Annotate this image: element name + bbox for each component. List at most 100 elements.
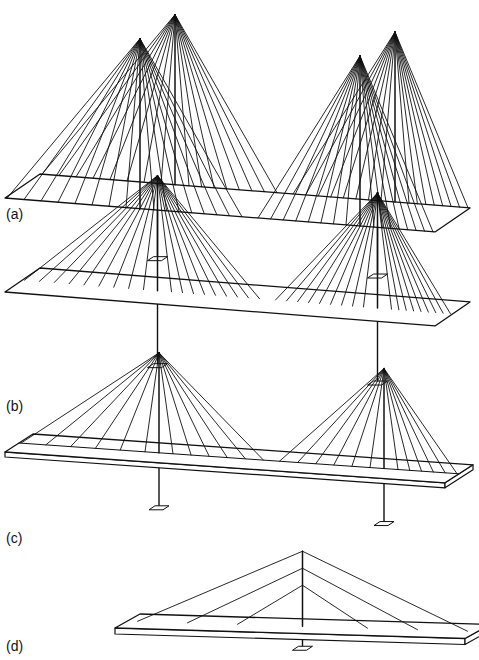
bridge-line [120,353,159,450]
bridge-line [306,32,395,195]
bridge-line [356,32,395,199]
bridge-shape [115,614,479,639]
bridge-line [99,176,158,286]
bridge-shape [374,522,394,526]
bridge-line [342,193,378,305]
bridge-line [368,32,395,200]
bridge-line [293,32,395,194]
bridge-line [378,193,422,311]
bridge-line [126,39,140,208]
panel-label: (d) [6,638,23,654]
bridge-line [110,15,175,180]
bridge-line [159,353,264,460]
bridge-line [238,585,303,624]
bridge-line [302,551,304,626]
bridge-line [395,32,426,204]
bridge-line [308,56,360,222]
bridge-line [384,369,433,472]
bridge-d [115,551,479,650]
bridge-line [395,32,460,207]
bridge-line [378,193,451,314]
bridge-line [352,369,384,467]
bridge-line [378,193,429,312]
bridge-line [159,353,191,455]
bridge-line [145,353,159,452]
bridge-line [309,193,378,303]
bridge-line [378,193,444,313]
bridge-line [384,369,445,473]
bridge-line [175,15,214,188]
bridge-line [353,193,378,306]
bridge-line [175,15,252,191]
bridge-line [384,369,422,472]
bridge-line [287,193,378,301]
bridge-line [377,193,379,308]
bridge-line [378,193,436,313]
bridge-line [175,15,277,193]
bridge-line [271,56,360,219]
bridge-line [158,176,227,296]
bridge-line [21,353,159,443]
bridge-c [5,353,473,526]
bridge-line [303,585,368,628]
bridge-line [157,176,159,291]
bridge-line [140,39,217,215]
bridge-line [158,176,183,293]
bridge-line [298,369,384,463]
bridge-line [158,176,238,297]
bridge-line [25,176,158,280]
bridge-line [109,39,140,207]
bridge-line [129,176,158,289]
bridge-line [175,15,189,186]
bridge-a [5,15,470,278]
bridge-line [7,39,140,198]
bridge-b [5,176,470,385]
bridge-line [158,353,160,453]
bridge-line [158,176,249,298]
bridge-shape [149,506,169,510]
bridge-line [370,369,384,468]
bridge-line [158,176,260,299]
bridge-line [46,353,159,445]
bridge-line [394,32,396,202]
panel-label: (c) [6,530,22,546]
bridge-line [93,15,175,179]
bridge-line [159,353,227,458]
bridge-line [395,32,451,206]
bridge-line [69,176,157,284]
bridge-line [334,369,384,465]
bridge-line [59,15,175,176]
bridge-line [395,32,468,208]
bridge-line [175,15,239,190]
bridge-line [159,353,245,459]
bridge-line [138,551,303,621]
bridge-line [161,15,175,184]
bridge-line [384,369,457,474]
bridge-line [343,32,395,198]
bridge-line [378,193,407,310]
bridge-line [276,193,378,300]
bridge-line [378,193,414,311]
bridge-line [395,32,434,205]
bridge-line [39,176,157,282]
panel-label: (a) [6,206,23,222]
bridge-line [54,176,157,283]
bridge-line [395,32,443,206]
bridge-shape [293,646,313,650]
bridge-line [144,15,175,183]
bridge-line [381,32,395,201]
bridge-line [158,176,194,294]
bridge-line [19,443,459,474]
bridge-line [359,56,361,226]
bridge-line [42,15,175,174]
bridge-line [158,176,205,295]
bridge-line [175,15,264,192]
bridge-line [95,353,159,449]
bridge-line [71,353,159,447]
panel-label: (b) [6,398,23,414]
bridge-line [320,193,378,303]
bridge-line [321,56,360,223]
bridge-line [331,32,395,197]
